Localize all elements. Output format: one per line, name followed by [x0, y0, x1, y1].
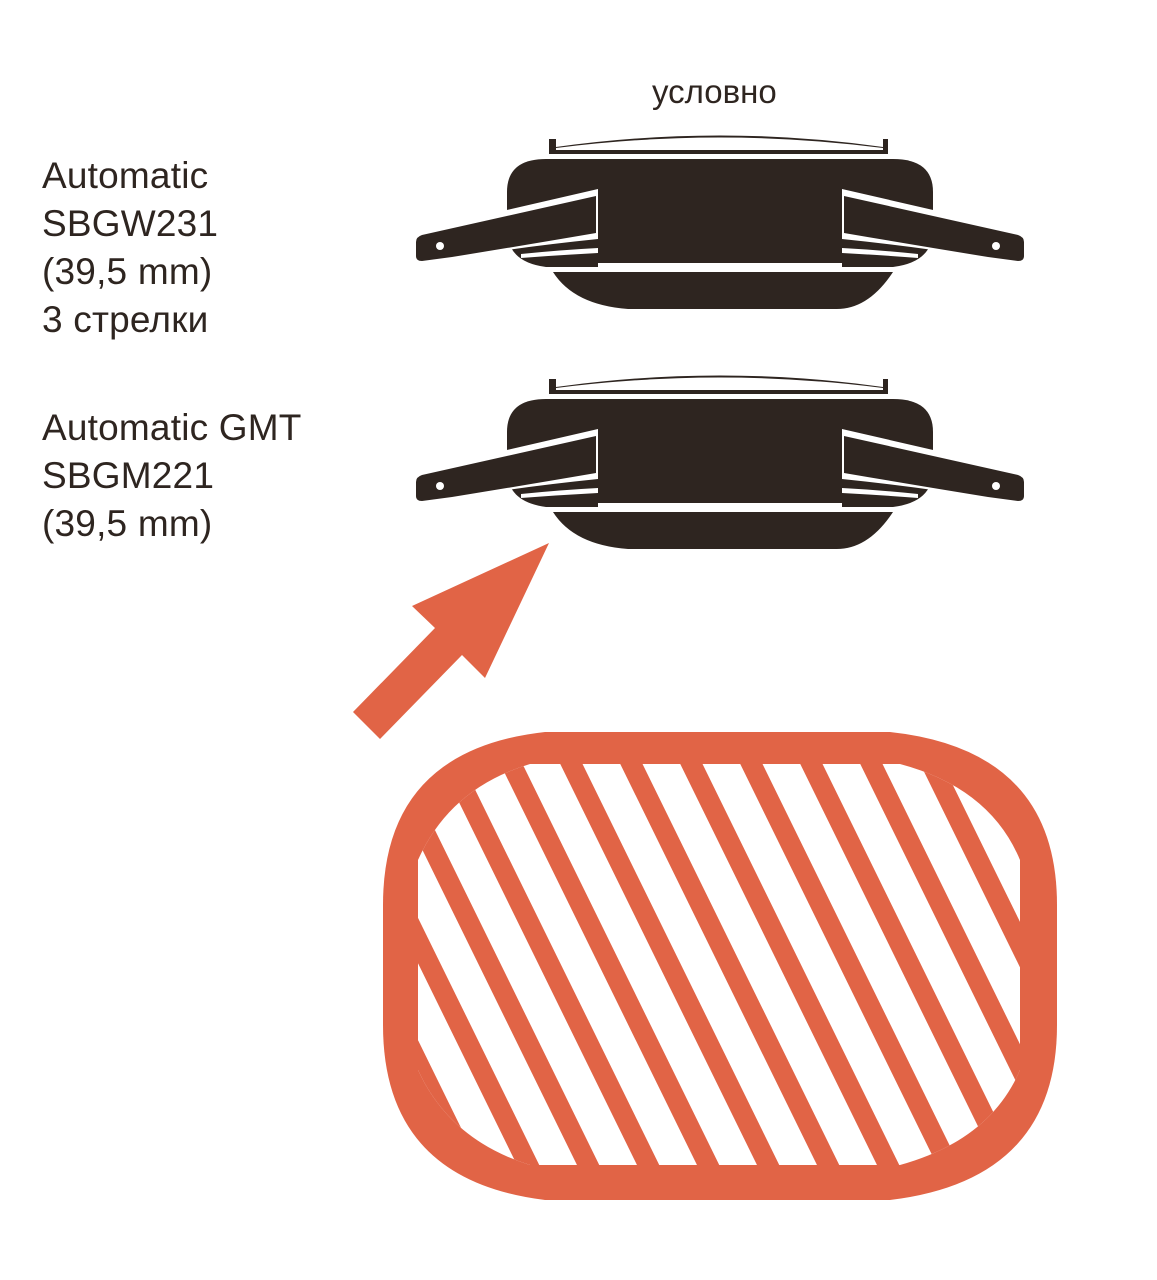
- watch-caption-sbgm221: Automatic GMT SBGM221 (39,5 mm): [42, 404, 302, 548]
- caption-line: Automatic: [42, 155, 209, 196]
- watch-profile-icon: [414, 375, 1026, 550]
- arrow-icon: [353, 543, 549, 739]
- caption-line: (39,5 mm): [42, 251, 213, 292]
- caption-line: Automatic GMT: [42, 407, 302, 448]
- caseback-detail-icon: [383, 732, 1057, 1200]
- caption-line: SBGM221: [42, 455, 215, 496]
- watch-profile-icon: [414, 135, 1026, 310]
- caption-line: SBGW231: [42, 203, 219, 244]
- caption-line: (39,5 mm): [42, 503, 213, 544]
- watch-caption-sbgw231: Automatic SBGW231 (39,5 mm) 3 стрелки: [42, 152, 218, 344]
- note-label: условно: [652, 73, 777, 110]
- caption-line: 3 стрелки: [42, 299, 209, 340]
